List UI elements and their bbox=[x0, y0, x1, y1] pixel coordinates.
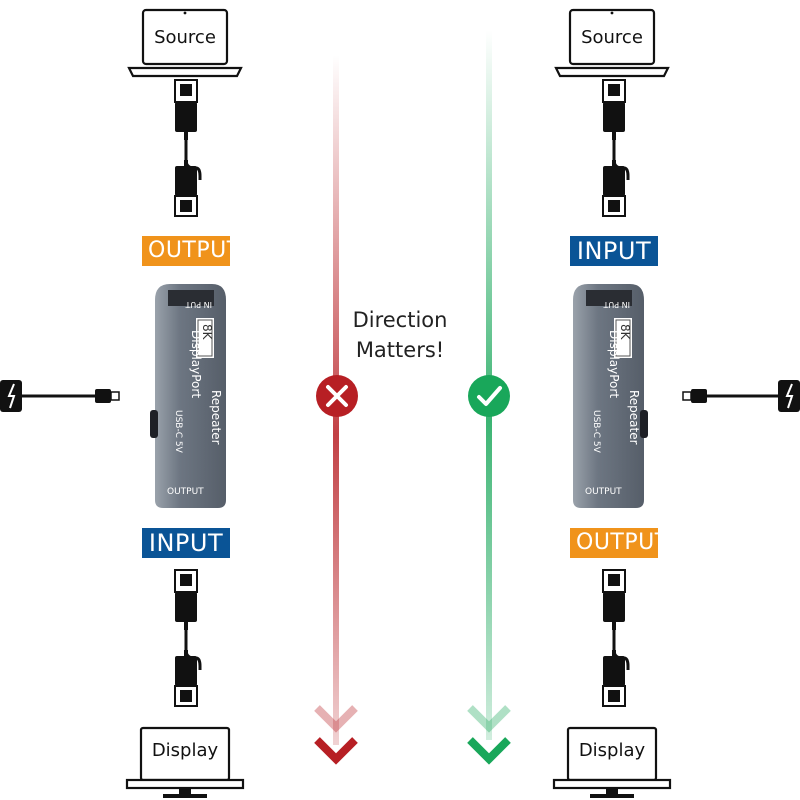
center-message: Direction Matters! bbox=[330, 305, 470, 365]
right-bottom-tag: OUTPUT bbox=[570, 528, 668, 558]
device-port-bottom: OUTPUT bbox=[167, 487, 204, 497]
device-badge: 8K bbox=[200, 324, 214, 341]
left-source-label: Source bbox=[154, 27, 216, 48]
device-port-top: IN PUT bbox=[185, 300, 212, 309]
chevron-down-icon bbox=[314, 737, 358, 765]
repeater-device-left bbox=[150, 284, 226, 508]
chevron-down-icon bbox=[467, 737, 511, 765]
device-port-top: IN PUT bbox=[603, 300, 630, 309]
chevron-down-icon bbox=[467, 705, 511, 733]
left-bottom-tag: INPUT bbox=[142, 528, 230, 558]
left-top-tag: OUTPUT bbox=[142, 236, 240, 266]
right-display-label: Display bbox=[578, 740, 646, 761]
displayport-cable-icon bbox=[601, 568, 630, 708]
displayport-cable-icon bbox=[601, 78, 630, 218]
displayport-cable-icon bbox=[173, 78, 202, 218]
left-display-label: Display bbox=[151, 740, 219, 761]
device-port-bottom: OUTPUT bbox=[585, 487, 622, 497]
device-name-line2: Repeater bbox=[209, 390, 223, 445]
device-badge: 8K bbox=[618, 324, 632, 341]
device-port-side: USB-C 5V bbox=[173, 410, 183, 454]
check-icon bbox=[468, 375, 510, 417]
cross-icon bbox=[316, 375, 358, 417]
monitor-icon bbox=[552, 726, 672, 800]
monitor-icon bbox=[125, 726, 245, 800]
right-top-tag: INPUT bbox=[570, 236, 658, 266]
power-adapter-icon bbox=[682, 380, 800, 412]
chevron-down-icon bbox=[314, 705, 358, 733]
center-message-line1: Direction bbox=[352, 308, 448, 332]
repeater-device-right bbox=[573, 284, 648, 508]
power-adapter-icon bbox=[0, 380, 120, 412]
device-name-line2: Repeater bbox=[627, 390, 641, 445]
displayport-cable-icon bbox=[173, 568, 202, 708]
device-name-line1: DisplayPort bbox=[189, 330, 203, 398]
right-source-label: Source bbox=[581, 27, 643, 48]
center-message-line2: Matters! bbox=[355, 338, 445, 362]
device-port-side: USB-C 5V bbox=[591, 410, 601, 454]
device-name-line1: DisplayPort bbox=[607, 330, 621, 398]
